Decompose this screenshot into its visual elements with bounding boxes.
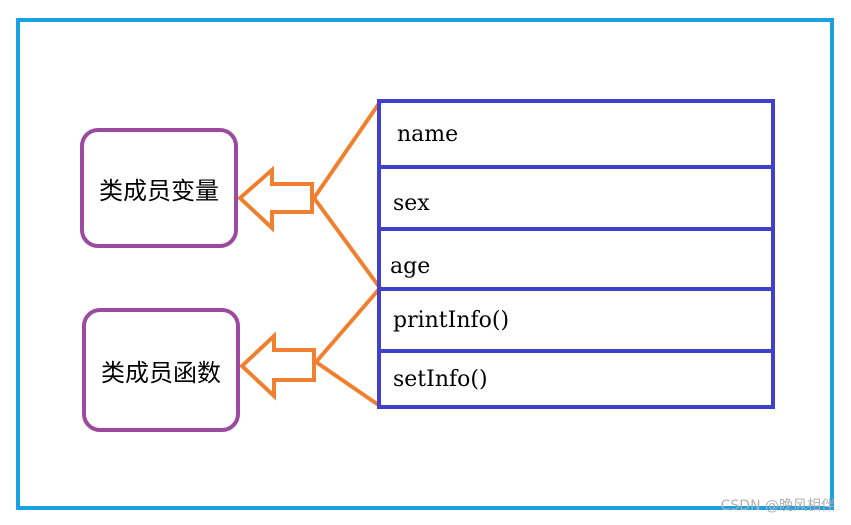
member-functions-box: 类成员函数 — [82, 308, 240, 432]
bracket-line-top-2 — [314, 286, 382, 364]
member-row-setinfo: setInfo() — [381, 353, 771, 405]
member-row-name: name — [381, 103, 771, 169]
member-setinfo: setInfo() — [393, 366, 488, 392]
diagram-frame — [16, 18, 834, 510]
arrow-left-icon-funcs — [239, 331, 316, 401]
bracket-line-bottom-2 — [314, 360, 382, 408]
member-functions-label: 类成员函数 — [101, 358, 221, 387]
watermark: CSDN @晚风相伴 — [720, 498, 835, 514]
member-printinfo: printInfo() — [393, 307, 510, 333]
member-sex: sex — [393, 190, 430, 216]
member-variables-label: 类成员变量 — [99, 176, 219, 205]
class-members-table: name sex age printInfo() setInfo() — [377, 99, 775, 409]
bracket-line-bottom — [312, 196, 382, 290]
bracket-line-top — [312, 100, 382, 200]
member-row-age: age — [381, 231, 771, 291]
member-row-sex: sex — [381, 169, 771, 231]
arrow-left-icon-vars — [237, 165, 314, 233]
member-row-printinfo: printInfo() — [381, 291, 771, 353]
member-age: age — [390, 253, 431, 279]
member-name: name — [397, 121, 459, 147]
member-variables-box: 类成员变量 — [80, 128, 238, 248]
